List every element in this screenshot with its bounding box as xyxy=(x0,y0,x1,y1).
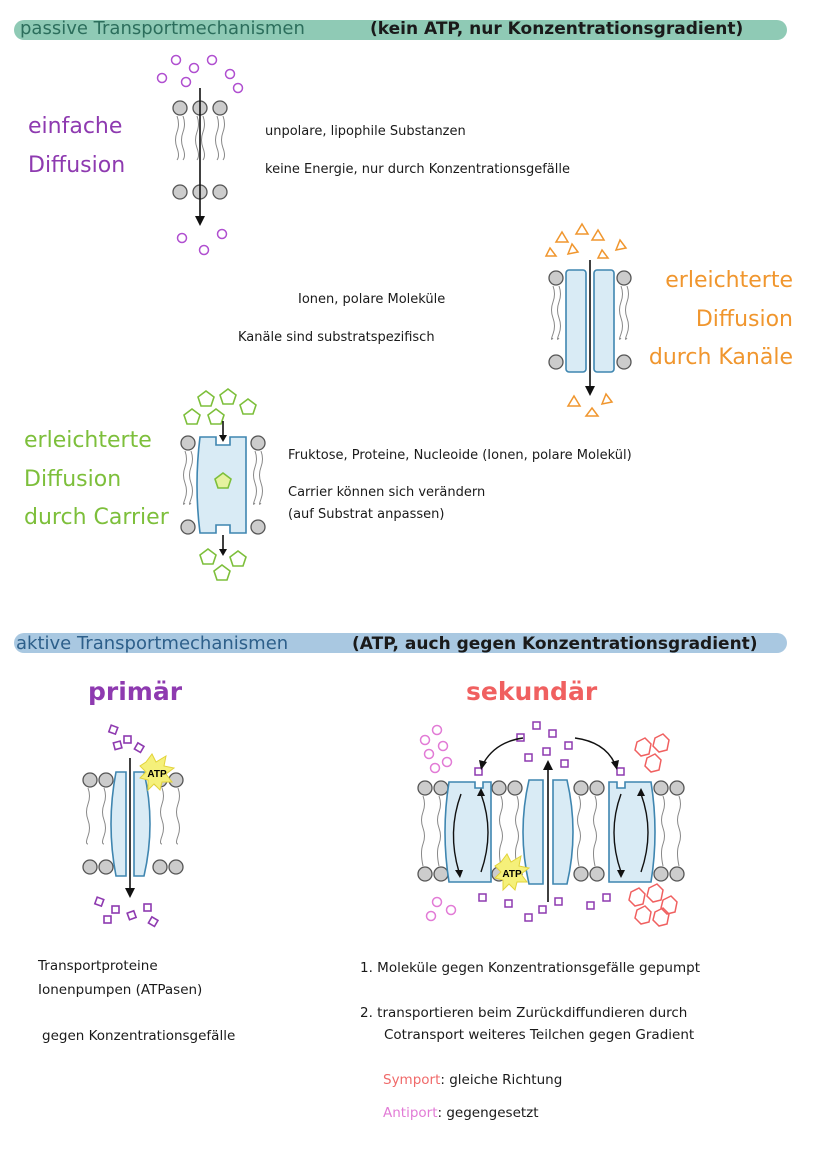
simple-note-2: keine Energie, nur durch Konzentrationsg… xyxy=(265,162,570,177)
secondary-curved-arrows-top xyxy=(479,737,619,770)
channel-arrow xyxy=(585,260,595,396)
carrier-note-1: Fruktose, Proteine, Nucleoide (Ionen, po… xyxy=(288,448,632,463)
channel-note-1: Ionen, polare Moleküle xyxy=(298,292,446,307)
passive-header-banner xyxy=(14,20,787,40)
primary-atp-burst xyxy=(139,753,176,792)
antiport-label: Antiport xyxy=(383,1105,438,1121)
carrier-note-2: Carrier können sich verändern xyxy=(288,485,486,500)
secondary-pump-protein xyxy=(522,779,574,885)
active-header-title: aktive Transportmechanismen xyxy=(16,633,289,654)
secondary-atp-burst xyxy=(494,853,531,892)
carrier-note-3: (auf Substrat anpassen) xyxy=(288,507,445,522)
channel-protein xyxy=(565,269,615,373)
symport-row: Symport: gleiche Richtung xyxy=(383,1072,562,1088)
antiport-row: Antiport: gegengesetzt xyxy=(383,1105,539,1121)
symport-text: : gleiche Richtung xyxy=(440,1072,563,1088)
simple-note-1: unpolare, lipophile Substanzen xyxy=(265,124,466,139)
channel-membrane-heads xyxy=(548,270,632,370)
primary-note-3: gegen Konzentrationsgefälle xyxy=(42,1028,236,1044)
channel-label-line3: durch Kanäle xyxy=(648,345,793,370)
primary-note-1: Transportproteine xyxy=(38,958,158,974)
secondary-inner-arrows xyxy=(452,788,649,878)
secondary-item-1: 1. Moleküle gegen Konzentrationsgefälle … xyxy=(360,960,701,976)
active-header-subtitle: (ATP, auch gegen Konzentrationsgradient) xyxy=(352,634,758,654)
secondary-antiport-protein xyxy=(608,781,656,883)
secondary-red-molecules-bottom xyxy=(628,883,678,927)
secondary-atp-label: ATP xyxy=(502,869,522,880)
secondary-symport-protein xyxy=(444,781,492,883)
primary-arrow xyxy=(125,758,135,898)
primary-title: primär xyxy=(88,677,183,706)
secondary-red-molecules-top xyxy=(634,733,670,773)
channel-molecules-top xyxy=(544,222,628,259)
channel-diffusion-label: erleichterte Diffusion durch Kanäle xyxy=(643,262,793,378)
primary-atp-label: ATP xyxy=(147,769,167,780)
secondary-item-2-line1: 2. transportieren beim Zurückdiffundiere… xyxy=(360,1005,688,1021)
simple-molecules-top xyxy=(156,54,244,94)
secondary-title: sekundär xyxy=(466,677,598,706)
primary-molecules-top xyxy=(107,724,146,754)
carrier-label-line1: erleichterte xyxy=(24,428,152,453)
carrier-molecules-bottom xyxy=(199,548,247,581)
symport-label: Symport xyxy=(383,1072,441,1088)
simple-diffusion-label: einfache Diffusion xyxy=(28,108,125,185)
simple-arrow xyxy=(195,88,205,226)
carrier-arrows xyxy=(219,421,227,556)
channel-molecules-bottom xyxy=(566,392,614,417)
primary-molecules-bottom xyxy=(93,896,160,928)
primary-pump-diagram: ATP xyxy=(82,724,184,928)
carrier-substrate xyxy=(214,472,232,489)
channel-diagram xyxy=(544,222,632,417)
carrier-diagram xyxy=(180,388,266,581)
secondary-membrane-tails xyxy=(421,795,681,867)
channel-membrane-tails xyxy=(551,285,629,340)
channel-note-2: Kanäle sind substratspezifisch xyxy=(238,330,435,345)
simple-molecules-bottom xyxy=(176,228,228,256)
passive-header-title: passive Transportmechanismen xyxy=(20,18,305,39)
secondary-cotransport-diagram: ATP xyxy=(417,721,685,927)
primary-membrane-heads xyxy=(82,772,184,875)
carrier-membrane-heads xyxy=(180,435,266,535)
carrier-membrane-tails xyxy=(183,450,263,505)
simple-diffusion-label-line2: Diffusion xyxy=(28,152,126,178)
channel-label-line2: Diffusion xyxy=(695,306,793,332)
secondary-pink-molecules-bottom xyxy=(425,896,457,922)
primary-note-2: Ionenpumpen (ATPasen) xyxy=(38,982,203,998)
carrier-diffusion-label: erleichterte Diffusion durch Carrier xyxy=(24,422,169,538)
carrier-label-line2: Diffusion xyxy=(24,466,122,492)
secondary-purple-molecules-top xyxy=(474,721,625,776)
primary-membrane-tails xyxy=(86,787,180,845)
simple-diffusion-diagram xyxy=(156,54,244,256)
active-header-banner xyxy=(14,633,787,653)
carrier-molecules-top xyxy=(183,388,257,425)
simple-diffusion-label-line1: einfache xyxy=(28,114,123,139)
secondary-item-2-line2: Cotransport weiteres Teilchen gegen Grad… xyxy=(384,1027,695,1043)
passive-header-subtitle: (kein ATP, nur Konzentrationsgradient) xyxy=(370,19,744,39)
antiport-text: : gegengesetzt xyxy=(437,1105,539,1121)
secondary-pump-arrow xyxy=(543,760,553,902)
secondary-pink-molecules-top xyxy=(419,724,453,774)
carrier-label-line3: durch Carrier xyxy=(24,505,169,530)
secondary-purple-molecules-bottom xyxy=(478,893,611,922)
channel-label-line1: erleichterte xyxy=(665,268,793,293)
